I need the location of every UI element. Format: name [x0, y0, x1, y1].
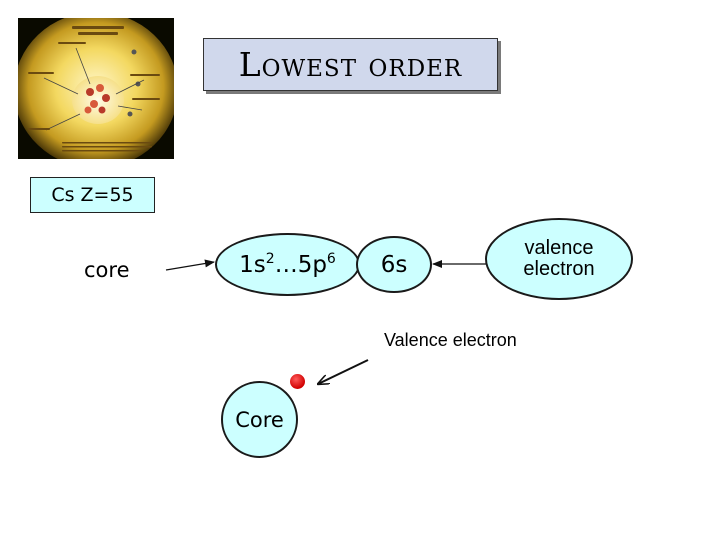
core-circle-label: Core [235, 407, 284, 432]
atom-structure-image [18, 18, 174, 159]
slide-title: Lowest order [238, 45, 463, 84]
valence-line-2: electron [523, 258, 595, 280]
configuration-ellipse: 1s2…5p6 [215, 233, 360, 296]
valence-electron-label: Valence electron [384, 330, 517, 350]
core-circle: Core [221, 381, 298, 458]
valence-electron-ellipse: valence electron [485, 218, 633, 300]
title-box: Lowest order [203, 38, 498, 91]
config-ellipsis: … [274, 252, 298, 278]
electron-dot [290, 374, 305, 389]
core-to-config-arrow [165, 259, 215, 271]
core-label: core [84, 258, 130, 282]
valence-line-1: valence [524, 237, 594, 259]
config-part1-base: 1s [239, 252, 266, 278]
valence-electron-ellipse-text: valence electron [523, 238, 594, 280]
element-box: Cs Z=55 [30, 177, 155, 213]
config-part1-sup: 2 [265, 251, 275, 267]
config-part2-base: 5p [297, 252, 327, 278]
configuration-text: 1s2…5p6 [239, 251, 336, 278]
orbital-ellipse: 6s [356, 236, 432, 293]
element-label: Cs Z=55 [51, 184, 134, 206]
orbital-label: 6s [380, 251, 408, 278]
label-to-electron-arrow [318, 359, 369, 384]
config-part2-sup: 6 [326, 251, 336, 267]
